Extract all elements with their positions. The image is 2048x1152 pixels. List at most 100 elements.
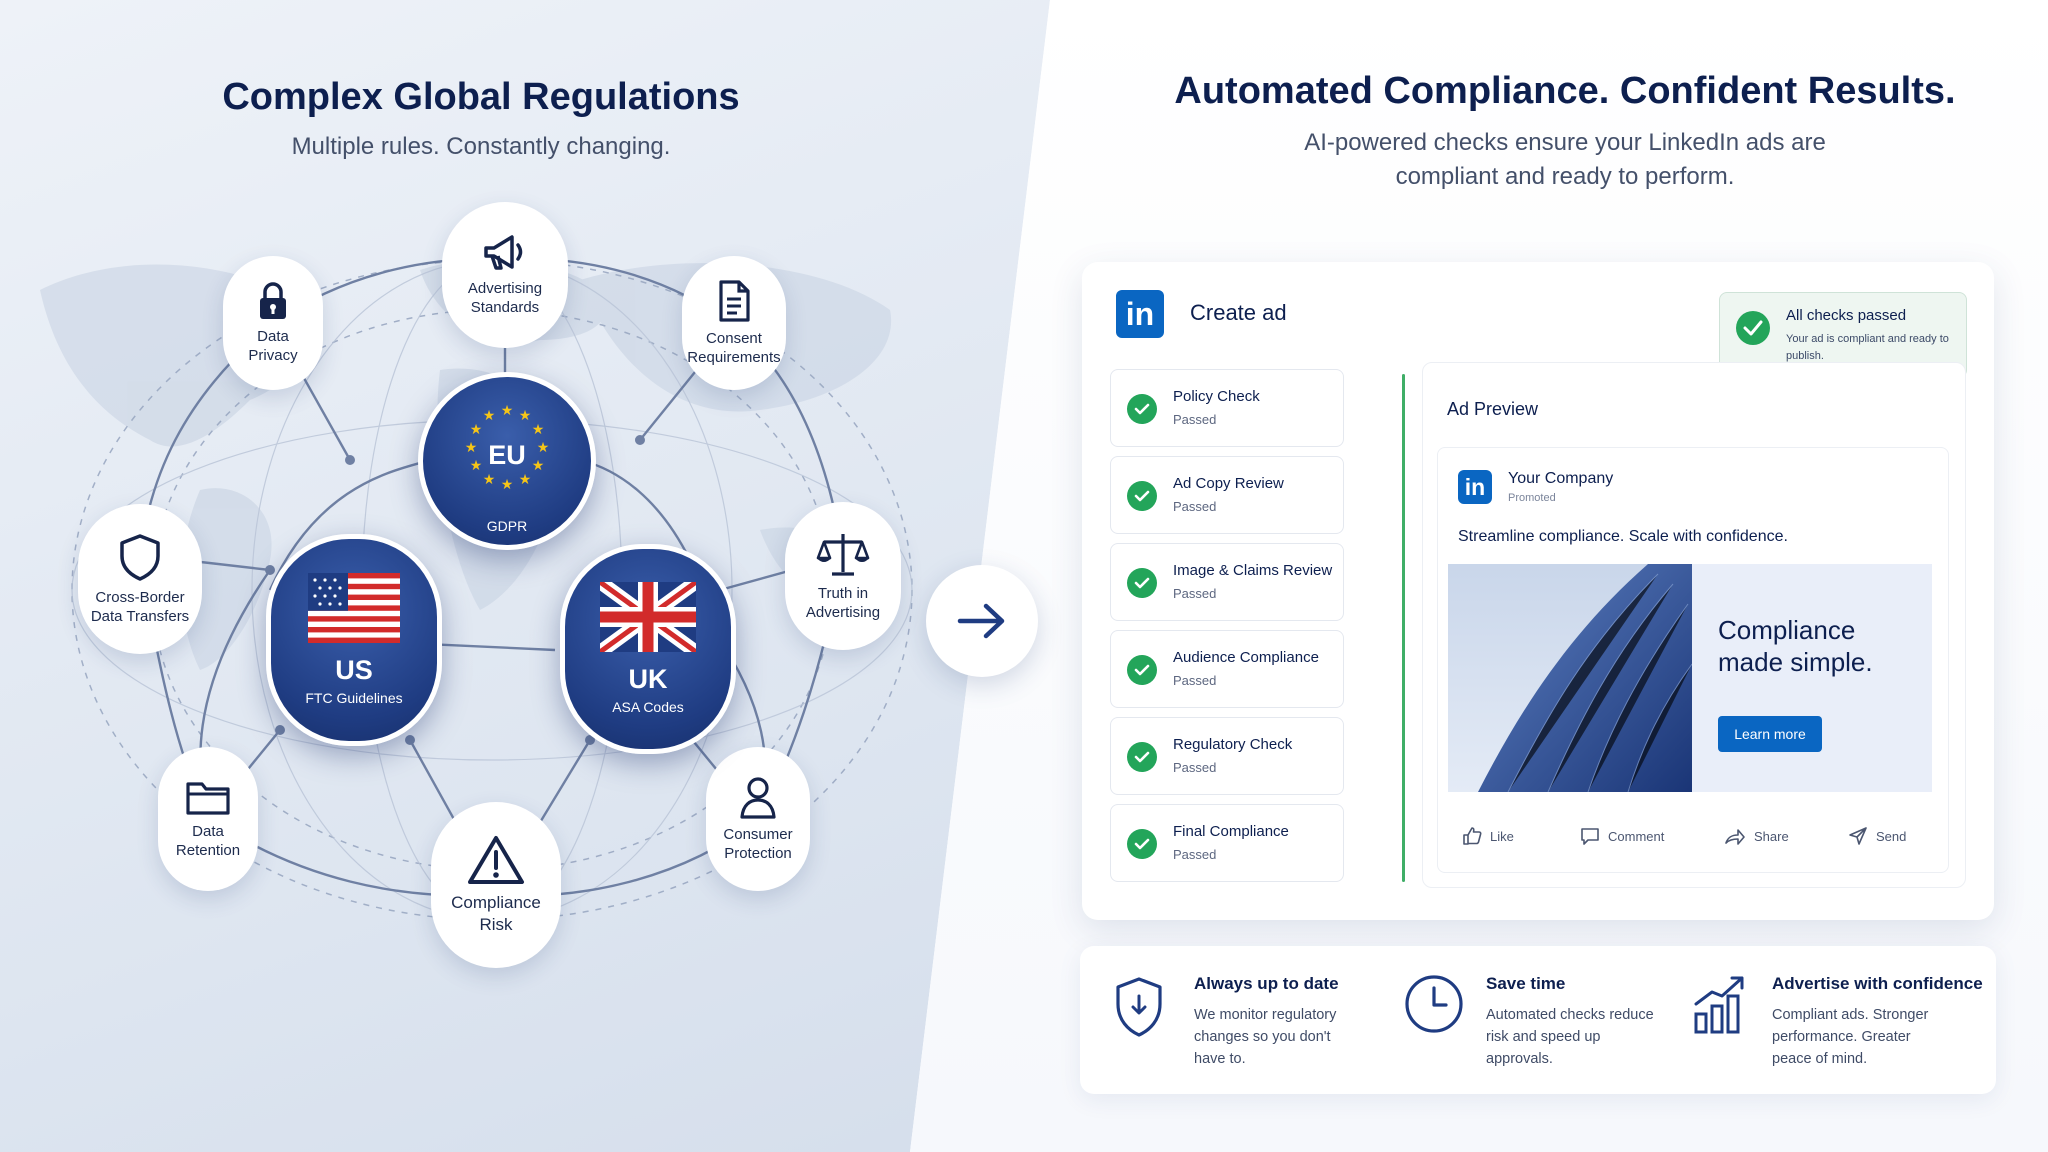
- check-item[interactable]: Audience Compliance Passed: [1110, 630, 1344, 708]
- check-item[interactable]: Image & Claims Review Passed: [1110, 543, 1344, 621]
- svg-text:★: ★: [470, 421, 483, 437]
- right-subtitle: AI-powered checks ensure your LinkedIn a…: [1304, 129, 1826, 190]
- region-us-label: FTC Guidelines: [305, 690, 403, 706]
- check-title: Regulatory Check: [1173, 736, 1293, 753]
- right-title: Automated Compliance. Confident Results.: [1174, 70, 1956, 112]
- all-checks-desc: Your ad is compliant and ready to publis…: [1786, 333, 1949, 362]
- promoted-label: Promoted: [1508, 492, 1556, 504]
- topic-data-retention: Data Retention: [158, 747, 258, 891]
- region-eu: ★ ★ ★ ★ ★ ★ ★ ★ ★ ★ ★ ★ EU GDPR: [418, 372, 596, 550]
- thumbs-up-icon: [1463, 827, 1482, 845]
- benefit-desc: We monitor regulatory changes so you don…: [1194, 1007, 1337, 1067]
- topic-compliance-risk: Compliance Risk: [431, 802, 561, 968]
- svg-text:★: ★: [501, 402, 514, 418]
- benefit-title: Advertise with confidence: [1772, 974, 1983, 993]
- topic-cross-border: Cross-Border Data Transfers: [78, 504, 202, 654]
- check-title: Final Compliance: [1173, 823, 1289, 840]
- company-name[interactable]: Your Company: [1508, 470, 1614, 487]
- topic-cross-border-label: Cross-Border Data Transfers: [90, 589, 190, 625]
- uk-flag-icon: [600, 582, 696, 652]
- benefit-title: Save time: [1486, 974, 1566, 993]
- check-icon: [1127, 481, 1157, 511]
- region-uk-label: ASA Codes: [612, 699, 684, 715]
- building-image: [1448, 564, 1692, 792]
- create-ad-card: in Create ad All checks passed Your ad i…: [1082, 262, 1994, 920]
- topic-truth-in-advertising-label: Truth in Advertising: [805, 585, 881, 621]
- eu-stars-icon: ★ ★ ★ ★ ★ ★ ★ ★ ★ ★ ★ ★: [465, 402, 550, 492]
- check-item[interactable]: Policy Check Passed: [1110, 369, 1344, 447]
- region-eu-code: EU: [488, 440, 526, 470]
- benefit-item: Always up to date We monitor regulatory …: [1110, 974, 1390, 1084]
- svg-text:★: ★: [532, 421, 545, 437]
- share-button[interactable]: Share: [1724, 826, 1789, 846]
- company-logo: in: [1458, 470, 1492, 504]
- like-button[interactable]: Like: [1462, 826, 1514, 846]
- all-checks-title: All checks passed: [1786, 307, 1907, 324]
- check-icon: [1127, 829, 1157, 859]
- check-icon: [1127, 568, 1157, 598]
- warning-triangle-icon: [468, 836, 524, 884]
- share-label: Share: [1754, 828, 1789, 844]
- svg-text:★: ★: [501, 476, 514, 492]
- svg-text:★: ★: [483, 407, 496, 423]
- send-label: Send: [1876, 828, 1907, 844]
- left-title: Complex Global Regulations: [222, 76, 740, 118]
- left-subtitle: Multiple rules. Constantly changing.: [291, 133, 671, 160]
- region-eu-label: GDPR: [486, 518, 528, 534]
- like-label: Like: [1490, 828, 1514, 844]
- svg-text:★: ★: [465, 439, 478, 455]
- benefit-item: Advertise with confidence Compliant ads.…: [1692, 974, 1992, 1084]
- region-uk: UK ASA Codes: [560, 544, 736, 754]
- svg-text:★: ★: [519, 407, 532, 423]
- share-icon: [1725, 829, 1745, 845]
- topic-compliance-risk-label: Compliance Risk: [451, 893, 541, 934]
- benefit-title: Always up to date: [1194, 974, 1339, 993]
- ad-creative: Compliance made simple. Learn more: [1448, 564, 1932, 792]
- us-flag-icon: [308, 573, 400, 643]
- region-us-code: US: [335, 655, 373, 685]
- scales-icon: [816, 534, 870, 576]
- check-item[interactable]: Ad Copy Review Passed: [1110, 456, 1344, 534]
- benefit-desc: Automated checks reduce risk and speed u…: [1486, 1007, 1654, 1067]
- check-status: Passed: [1173, 847, 1217, 862]
- check-title: Audience Compliance: [1173, 649, 1319, 666]
- comment-label: Comment: [1608, 828, 1665, 844]
- shield-alert-icon: [1116, 977, 1162, 1037]
- progress-divider: [1402, 374, 1405, 882]
- document-icon: [719, 280, 750, 322]
- topic-consent-requirements: Consent Requirements: [682, 256, 786, 390]
- comment-icon: [1581, 828, 1599, 845]
- region-us: US FTC Guidelines: [266, 534, 442, 746]
- linkedin-logo: in: [1116, 290, 1164, 338]
- check-item[interactable]: Final Compliance Passed: [1110, 804, 1344, 882]
- arrow-right-icon: [957, 603, 1005, 639]
- check-icon: [1127, 655, 1157, 685]
- success-check-icon: [1736, 311, 1770, 345]
- topic-data-privacy-label: Data Privacy: [248, 328, 298, 364]
- check-status: Passed: [1173, 673, 1217, 688]
- folder-icon: [186, 782, 230, 815]
- check-title: Image & Claims Review: [1173, 562, 1333, 579]
- check-title: Policy Check: [1173, 388, 1260, 405]
- topic-advertising-standards: Advertising Standards: [442, 202, 568, 348]
- megaphone-icon: [484, 235, 523, 270]
- check-item[interactable]: Regulatory Check Passed: [1110, 717, 1344, 795]
- learn-more-button[interactable]: Learn more: [1718, 716, 1822, 752]
- svg-text:★: ★: [519, 471, 532, 487]
- check-icon: [1127, 394, 1157, 424]
- transition-arrow: [926, 565, 1038, 677]
- comment-button[interactable]: Comment: [1580, 826, 1664, 846]
- person-icon: [740, 777, 776, 819]
- benefit-item: Save time Automated checks reduce risk a…: [1404, 974, 1684, 1084]
- topic-advertising-standards-label: Advertising Standards: [467, 280, 543, 316]
- check-title: Ad Copy Review: [1173, 475, 1284, 492]
- check-status: Passed: [1173, 499, 1217, 514]
- post-text: Streamline compliance. Scale with confid…: [1458, 528, 1788, 545]
- ad-headline: Compliance made simple.: [1718, 615, 1873, 677]
- ad-preview-panel: Ad Preview in Your Company Promoted Stre…: [1422, 362, 1966, 888]
- svg-text:★: ★: [483, 471, 496, 487]
- send-button[interactable]: Send: [1848, 826, 1906, 846]
- check-status: Passed: [1173, 760, 1217, 775]
- check-status: Passed: [1173, 586, 1217, 601]
- topic-consumer-protection: Consumer Protection: [706, 747, 810, 891]
